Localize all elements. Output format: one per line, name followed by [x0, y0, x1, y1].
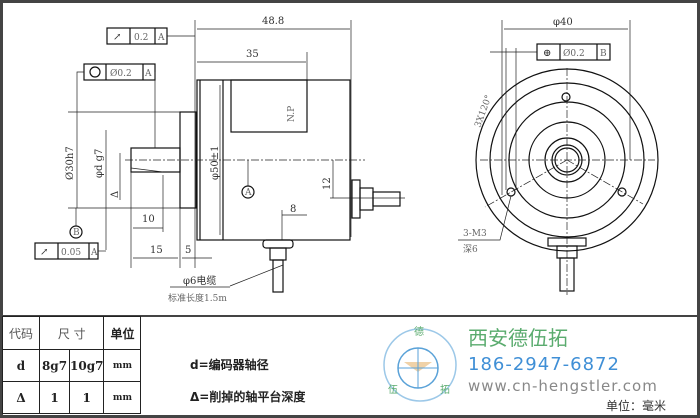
table-row: d 8g7 10g7 mm	[2, 349, 142, 382]
svg-text:Ø0.2: Ø0.2	[563, 48, 585, 59]
svg-text:0.05: 0.05	[61, 248, 81, 258]
note-delta: Δ=削掉的轴平台深度	[190, 390, 306, 404]
mount-hole	[617, 187, 627, 197]
cable-length: 标准长度1.5m	[168, 292, 227, 304]
holes-label: 3-M3	[463, 229, 487, 239]
svg-text:拓: 拓	[440, 384, 450, 396]
svg-text:A: A	[90, 248, 98, 258]
dim-front-dia: φ40	[553, 17, 573, 28]
header-code: 代码	[2, 316, 40, 350]
angle-label: 3X120°	[473, 94, 494, 129]
mount-hole	[561, 92, 571, 102]
dim-15: 15	[150, 245, 163, 256]
depth-label: 深6	[463, 244, 478, 255]
svg-text:A: A	[157, 33, 165, 43]
nameplate-label: N.P	[287, 106, 297, 122]
svg-text:伍: 伍	[388, 384, 398, 396]
datum-a	[241, 185, 255, 199]
svg-text:B: B	[600, 49, 607, 59]
dim-body-dia: φ50±1	[210, 146, 221, 180]
header-size: 尺 寸	[38, 316, 105, 350]
header-unit: 单位	[103, 316, 142, 350]
svg-text:0.2: 0.2	[134, 33, 148, 43]
datum-a-label: A	[244, 188, 252, 198]
dim-spigot-dia: Ø30h7	[65, 146, 76, 180]
concentricity-icon	[89, 66, 101, 78]
fcf-runout-top: ↗ 0.2 A	[106, 27, 195, 45]
dimension-table: 代码 尺 寸 单位 d 8g7 10g7 mm Δ 1 1 mm	[2, 316, 142, 414]
runout-arrow-icon: ↗	[40, 247, 48, 258]
position-icon: ⊕	[543, 48, 551, 59]
brand-phone: 186-2947-6872	[468, 354, 620, 375]
side-view: 48.8 35 N.P φ50±1 Ø30h7 φd g7 Δ 10 15 5 …	[34, 16, 405, 304]
unit-label: 单位：毫米	[606, 399, 667, 413]
front-view: φ40 ⊕ Ø0.2 B 3X120° 3-M3 深6	[458, 17, 659, 295]
svg-text:德: 德	[414, 325, 424, 338]
svg-text:Ø0.2: Ø0.2	[110, 68, 132, 79]
cable-label: φ6电缆	[183, 274, 216, 287]
runout-arrow-icon: ↗	[113, 32, 121, 43]
nameplate-area	[230, 79, 308, 133]
brand-logo: 德 伍 拓	[383, 325, 457, 402]
datum-b-label: B	[73, 228, 80, 238]
table-row: Δ 1 1 mm	[2, 381, 142, 414]
svg-text:A: A	[144, 69, 152, 79]
brand-name: 西安德伍拓	[468, 326, 568, 350]
dim-35: 35	[246, 49, 259, 60]
mount-hole	[506, 187, 516, 197]
dim-12: 12	[322, 177, 333, 190]
fcf-runout-bottom: ↗ 0.05 A	[34, 242, 106, 260]
dim-10: 10	[142, 214, 155, 225]
fcf-concentricity: Ø0.2 A	[76, 63, 156, 148]
note-d: d=编码器轴径	[190, 358, 269, 372]
dim-shaft-dia: φd g7	[94, 149, 105, 178]
dim-48-8: 48.8	[262, 16, 284, 27]
dim-5: 5	[185, 245, 191, 256]
dim-8: 8	[290, 204, 296, 215]
dim-flat: Δ	[110, 191, 121, 198]
brand-url[interactable]: www.cn-hengstler.com	[468, 377, 658, 395]
